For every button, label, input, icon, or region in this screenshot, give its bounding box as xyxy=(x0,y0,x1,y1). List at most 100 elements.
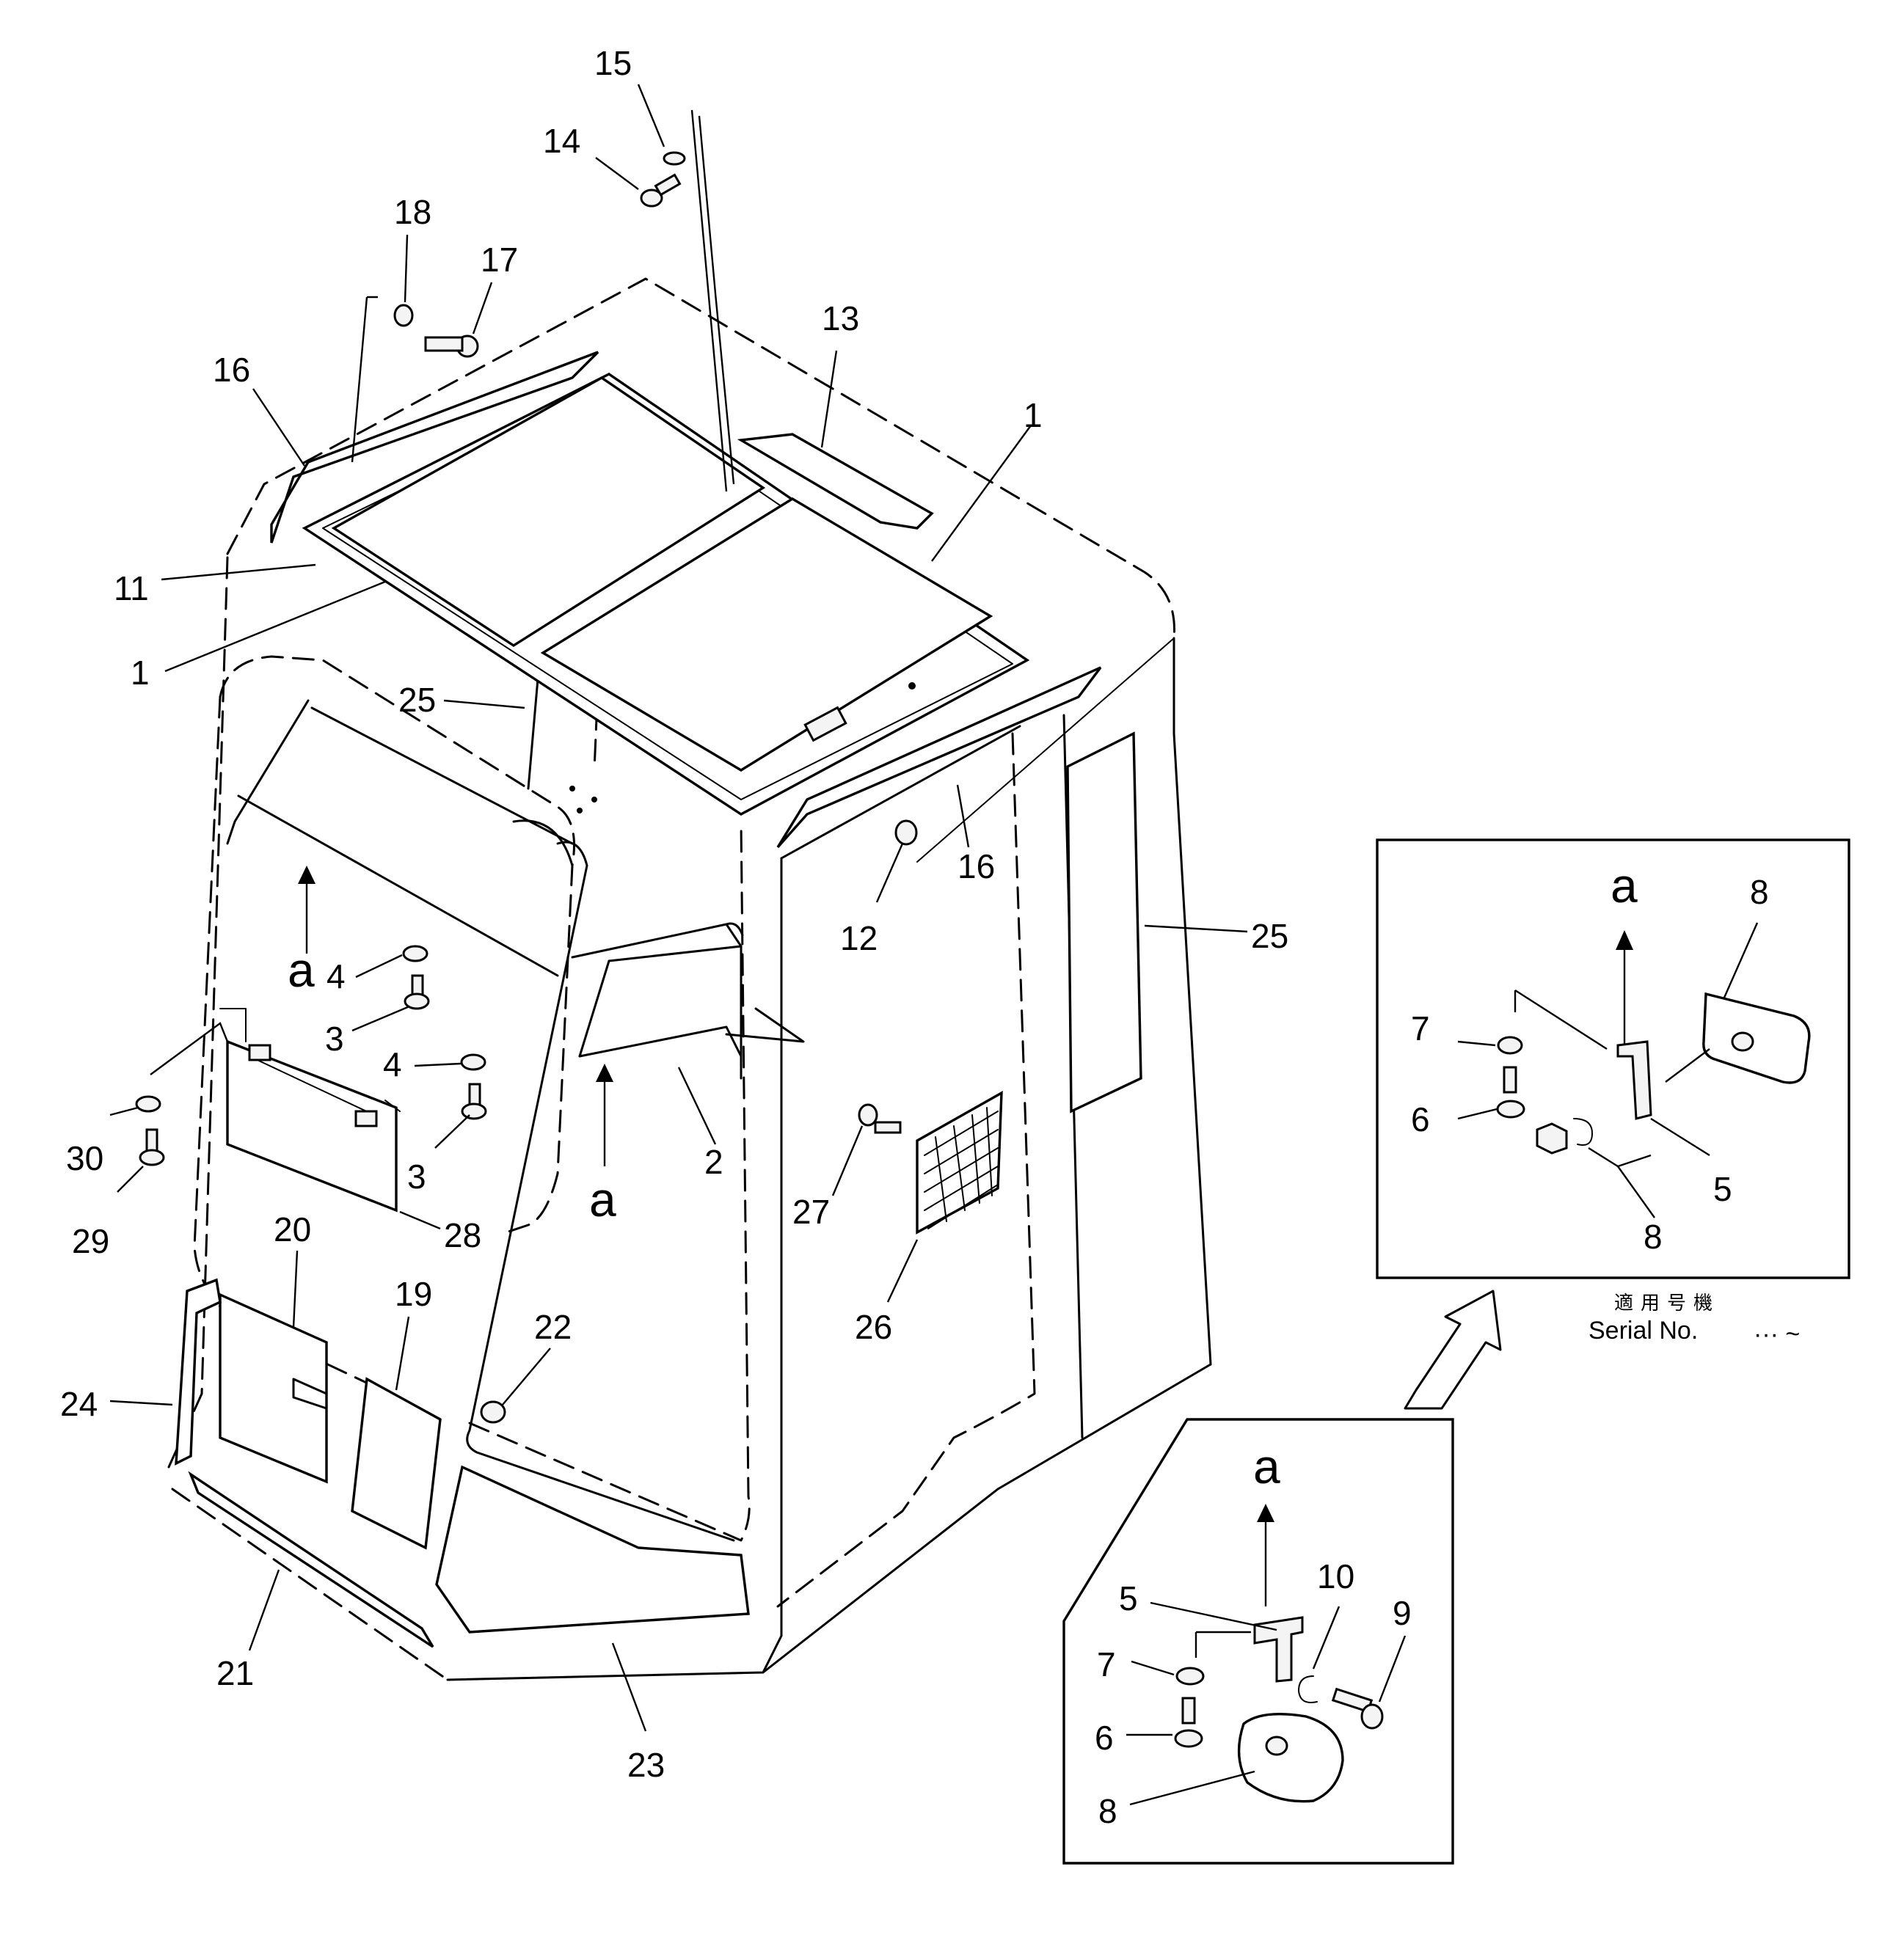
part-label-25a: 25 xyxy=(398,681,436,719)
part-label-18: 18 xyxy=(394,193,431,231)
part-label-4a: 4 xyxy=(327,957,346,995)
detail1-label-7: 7 xyxy=(1411,1009,1430,1047)
detail2-label-9: 9 xyxy=(1393,1594,1412,1632)
detail-pointer-arrow xyxy=(1404,1290,1502,1410)
detail1-label-5: 5 xyxy=(1713,1170,1732,1208)
detail2-leader-5 xyxy=(1150,1601,1277,1631)
door-frame-right xyxy=(468,820,751,1542)
lower-panels xyxy=(175,1278,750,1648)
visor-bracket-top xyxy=(571,923,743,962)
part-label-16b: 16 xyxy=(958,847,995,885)
right-side-panel xyxy=(1066,731,1142,1114)
part-label-29: 29 xyxy=(72,1222,109,1260)
detail1-leader-7 xyxy=(1457,1040,1496,1047)
detail2-label-5: 5 xyxy=(1119,1579,1138,1617)
roof-bolt-dot xyxy=(569,786,575,791)
part-label-21: 21 xyxy=(216,1654,254,1692)
leader-26 xyxy=(886,1239,919,1303)
leader-1b xyxy=(164,580,386,673)
part-label-3a: 3 xyxy=(325,1020,344,1058)
view-arrow-a1-head xyxy=(298,866,315,884)
cab-bottom-left-floor xyxy=(171,1488,449,1681)
detail1-label-8b: 8 xyxy=(1644,1218,1663,1256)
detail2-label-7: 7 xyxy=(1097,1645,1116,1683)
bolt-shank-17 xyxy=(424,336,464,352)
view-label-a2: a xyxy=(589,1172,616,1226)
leader-22 xyxy=(502,1348,551,1405)
roof-bolt-dot xyxy=(591,797,597,802)
bolt-shank-29 xyxy=(145,1128,158,1153)
view-label-a1: a xyxy=(288,943,315,997)
roof-right-edge xyxy=(916,637,1175,863)
part-label-19: 19 xyxy=(395,1275,432,1313)
part-label-20: 20 xyxy=(274,1210,311,1248)
view-label-a4: a xyxy=(1253,1439,1280,1493)
front-door-edge xyxy=(762,857,783,1674)
detail-view-1 xyxy=(1376,838,1850,1279)
sunvisor-rod xyxy=(249,1056,375,1116)
leader-2 xyxy=(677,1067,717,1145)
cab-bottom-edge xyxy=(446,1363,1212,1681)
sunvisor-panel-28 xyxy=(219,1008,401,1213)
view-arrow-a2-head xyxy=(596,1064,613,1082)
part-label-1a: 1 xyxy=(1024,396,1043,434)
bolt-shank-27 xyxy=(874,1121,902,1134)
detail1-washer-7 xyxy=(1497,1036,1523,1055)
part-label-23: 23 xyxy=(627,1746,665,1784)
detail2-mirror-8 xyxy=(1237,1713,1344,1803)
part-label-24: 24 xyxy=(60,1385,98,1423)
detail2-arrow-head xyxy=(1257,1504,1274,1522)
storage-net-26 xyxy=(916,1091,1003,1235)
part-label-22: 22 xyxy=(534,1308,572,1346)
leader-16a xyxy=(252,388,305,467)
visor-bracket-tip xyxy=(725,1007,805,1043)
bolt-head-27 xyxy=(858,1103,878,1127)
part-label-27: 27 xyxy=(792,1193,830,1231)
roof-front-strip xyxy=(776,666,1102,849)
leader-18-pillar xyxy=(351,296,378,463)
washer-4a xyxy=(402,945,428,962)
detail1-leader-8a xyxy=(1723,922,1759,998)
serial-range: ··· ~ xyxy=(1754,1320,1800,1348)
panel-21 xyxy=(188,1471,434,1648)
part-label-3b: 3 xyxy=(407,1158,426,1196)
detail2-leader-7 xyxy=(1131,1660,1175,1676)
detail1-bolt-head-6 xyxy=(1496,1100,1525,1119)
part-label-1b: 1 xyxy=(131,654,150,692)
detail2-label-10: 10 xyxy=(1317,1557,1354,1595)
sunvisor-panel xyxy=(226,1039,398,1213)
panel-20 xyxy=(219,1292,328,1484)
detail1-bracket-5 xyxy=(1616,1040,1652,1120)
leader-16b xyxy=(956,784,970,848)
leader-29 xyxy=(117,1166,144,1193)
sunvisor-clip-right xyxy=(354,1110,378,1127)
bolt-shank-14 xyxy=(654,173,682,197)
leader-19 xyxy=(395,1316,410,1391)
roof-assembly xyxy=(270,351,1175,863)
rod-right-joint xyxy=(512,819,574,867)
door-frame-lower xyxy=(193,695,376,1388)
leader-23 xyxy=(611,1642,647,1732)
part-label-16a: 16 xyxy=(213,351,250,389)
detail2-leader-8 xyxy=(1129,1770,1255,1806)
front-window-frame xyxy=(776,732,1036,1608)
leader-1a xyxy=(931,425,1032,562)
part-label-14: 14 xyxy=(543,122,580,160)
part-label-26: 26 xyxy=(855,1308,892,1346)
detail2-washer-7 xyxy=(1175,1667,1205,1686)
washer-30 xyxy=(135,1095,161,1113)
detail2-bolt-head-9 xyxy=(1360,1703,1384,1730)
view-letters: a a a a xyxy=(288,858,1638,1493)
part-label-2: 2 xyxy=(704,1143,723,1181)
detail2-mirror-stud xyxy=(1265,1736,1288,1756)
leader-27 xyxy=(831,1125,864,1196)
part-number-labels: 15 14 18 17 13 16 1 11 1 25 16 12 25 4 3… xyxy=(60,44,1769,1830)
detail2-washer-10 xyxy=(1298,1675,1318,1703)
detail1-bracket-leader xyxy=(1514,989,1608,1050)
leader-4a xyxy=(355,954,403,979)
cab-right-front-edge xyxy=(1172,637,1212,1366)
roof-top-cover xyxy=(737,433,934,530)
detail1-bolt-shank-6 xyxy=(1503,1066,1517,1094)
washer-18 xyxy=(393,304,414,327)
roof-latch-icon xyxy=(803,706,847,742)
